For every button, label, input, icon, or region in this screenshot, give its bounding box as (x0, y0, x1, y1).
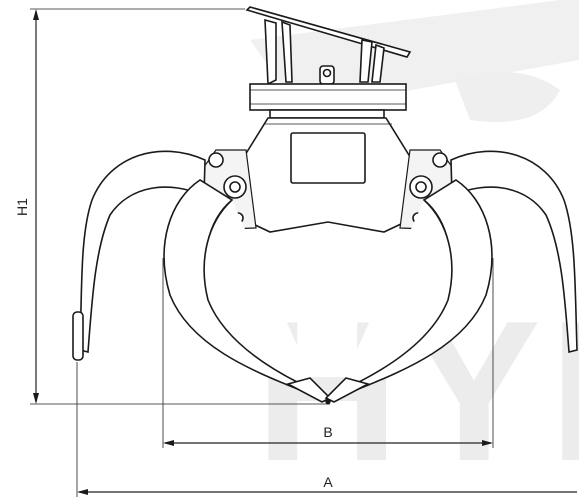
left-inner-tine (163, 179, 332, 403)
grapple-body (233, 117, 421, 233)
dimension-h1: H1 (14, 8, 330, 405)
top-mount (245, 6, 412, 86)
tine-tip-point (325, 399, 331, 405)
right-inner-tine (324, 179, 493, 403)
left-outer-tine (72, 150, 206, 361)
h1-label: H1 (14, 198, 30, 216)
rotator (249, 83, 407, 119)
dimension-b: B (162, 258, 494, 448)
right-outer-tine (450, 150, 578, 354)
b-label: B (323, 424, 332, 440)
a-label: A (323, 474, 333, 490)
dimension-a: A (76, 362, 577, 497)
